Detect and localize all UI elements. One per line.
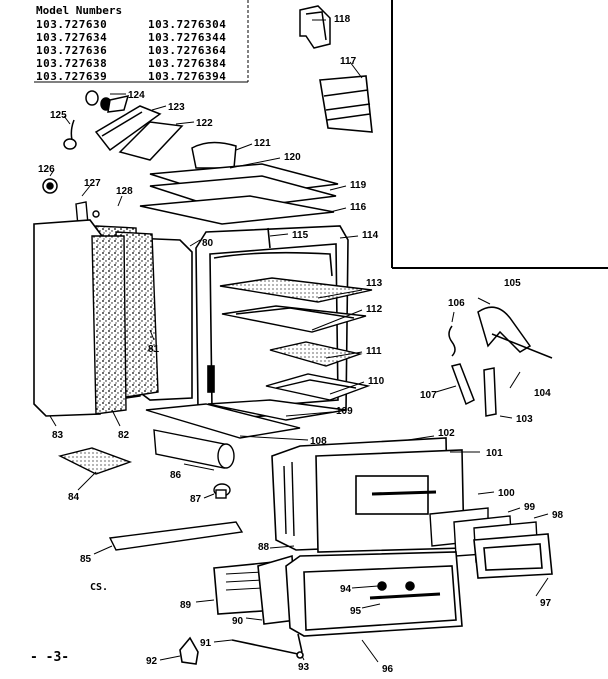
label-86: 86: [170, 470, 182, 481]
label-103: 103: [516, 414, 533, 425]
part-109-bottom-panel: [207, 399, 347, 421]
label-84: 84: [68, 492, 80, 503]
label-114: 114: [362, 230, 379, 241]
part-82-liner: [91, 235, 127, 415]
model-left-2: 103.727634: [36, 31, 108, 44]
label-104: 104: [534, 388, 551, 399]
part-91-rod: [231, 639, 304, 659]
part-88-door-liner: [283, 461, 295, 537]
part-113-rack: [219, 277, 373, 303]
label-92: 92: [146, 656, 158, 667]
label-125: 125: [50, 110, 67, 121]
part-122-shield: [118, 121, 184, 161]
label-89: 89: [180, 600, 192, 611]
label-99: 99: [524, 502, 536, 513]
part-112-rack: [221, 305, 367, 333]
label-94: 94: [340, 584, 352, 595]
part-107-link: [451, 363, 475, 406]
label-95: 95: [350, 606, 362, 617]
part-93-pin: [297, 633, 303, 653]
label-96: 96: [382, 664, 394, 675]
footer-code: CS.: [90, 582, 109, 593]
part-84-plate: [57, 447, 133, 475]
label-88: 88: [258, 542, 270, 553]
label-121: 121: [254, 138, 271, 149]
part-111-broiler-grid: [269, 341, 363, 367]
part-106-spring: [448, 325, 456, 357]
label-112: 112: [366, 304, 383, 315]
label-119: 119: [350, 180, 367, 191]
model-left-1: 103.727630: [36, 18, 108, 31]
model-left-3: 103.727636: [36, 44, 108, 57]
label-97: 97: [540, 598, 552, 609]
label-81: 81: [148, 344, 160, 355]
part-124-igniter: [85, 90, 130, 113]
label-87: 87: [190, 494, 202, 505]
model-right-2: 103.7276344: [148, 31, 227, 44]
part-103-hinge-bar: [483, 367, 497, 417]
part-125-sensor: [63, 119, 77, 150]
label-118: 118: [334, 14, 351, 25]
part-number-labels: 118 117 124 123 125 122 121 120 126 127 …: [38, 14, 564, 675]
label-90: 90: [232, 616, 244, 627]
label-82: 82: [118, 430, 130, 441]
label-115: 115: [292, 230, 309, 241]
model-right-1: 103.7276304: [148, 18, 227, 31]
label-128: 128: [116, 186, 133, 197]
label-117: 117: [340, 56, 357, 67]
label-98: 98: [552, 510, 564, 521]
label-127: 127: [84, 178, 101, 189]
model-numbers-title: Model Numbers: [36, 4, 123, 17]
label-106: 106: [448, 298, 465, 309]
model-right-4: 103.7276384: [148, 57, 227, 70]
label-122: 122: [196, 118, 213, 129]
part-116-panel: [139, 195, 335, 225]
part-110-broiler-pan: [265, 373, 371, 401]
part-121-gas-pipe: [191, 141, 237, 169]
label-80: 80: [202, 238, 214, 249]
label-126: 126: [38, 164, 55, 175]
model-left-4: 103.727638: [36, 57, 108, 70]
label-93: 93: [298, 662, 310, 673]
model-right-5: 103.7276394: [148, 70, 227, 83]
label-113: 113: [366, 278, 383, 289]
part-123-burner: [94, 105, 162, 152]
part-101-door: [315, 449, 465, 553]
label-109: 109: [336, 406, 353, 417]
part-97-window: [473, 533, 553, 579]
label-124: 124: [128, 90, 145, 101]
label-108: 108: [310, 436, 327, 447]
part-87-knob: [213, 483, 231, 499]
model-right-3: 103.7276364: [148, 44, 227, 57]
page-number: - -3-: [30, 650, 70, 665]
part-85-rail: [108, 521, 244, 551]
label-120: 120: [284, 152, 301, 163]
part-117-rack-guide: [319, 75, 373, 133]
label-116: 116: [350, 202, 367, 213]
label-101: 101: [486, 448, 503, 459]
label-111: 111: [366, 346, 382, 357]
leader-lines: [49, 19, 549, 663]
part-118-bracket: [299, 5, 331, 49]
part-105-hinge: [477, 306, 553, 359]
part-96-lower-door: [285, 551, 463, 637]
part-108-kick-panel: [145, 403, 301, 439]
frame-lines: [34, 0, 608, 269]
label-102: 102: [438, 428, 455, 439]
model-numbers-table: Model Numbers 103.727630 103.727634 103.…: [34, 4, 264, 83]
model-left-5: 103.727639: [36, 70, 108, 83]
label-85: 85: [80, 554, 92, 565]
label-110: 110: [368, 376, 385, 387]
label-123: 123: [168, 102, 185, 113]
label-83: 83: [52, 430, 64, 441]
part-86-burner-tube: [153, 429, 235, 469]
label-91: 91: [200, 638, 212, 649]
label-107: 107: [420, 390, 437, 401]
part-126-nut: [42, 178, 58, 194]
label-105: 105: [504, 278, 521, 289]
label-100: 100: [498, 488, 515, 499]
part-92-foot: [179, 636, 199, 665]
